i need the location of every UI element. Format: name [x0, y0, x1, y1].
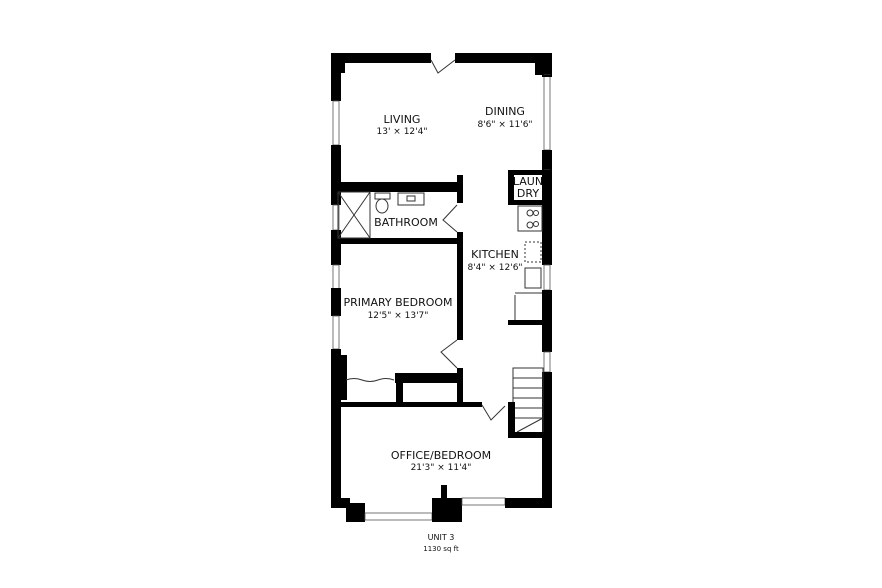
laundry-label-line2: DRY	[517, 187, 539, 200]
laundry-label-line1: LAUN	[513, 175, 543, 188]
dining-label: DINING	[485, 105, 525, 118]
living-label: LIVING	[384, 113, 421, 126]
walls	[331, 53, 552, 522]
kitchen-label: KITCHEN	[471, 248, 519, 261]
bathroom-label: BATHROOM	[374, 216, 438, 229]
kitchen-dimensions: 8'4" × 12'6"	[467, 263, 522, 273]
dining-dimensions: 8'6" × 11'6"	[477, 120, 532, 130]
primary-bedroom-dimensions: 12'5" × 13'7"	[368, 311, 429, 321]
primary-bedroom-label: PRIMARY BEDROOM	[343, 296, 452, 309]
office-dimensions: 21'3" × 11'4"	[411, 463, 472, 473]
unit-label: UNIT 3	[428, 533, 455, 542]
living-dimensions: 13' × 12'4"	[377, 127, 428, 137]
office-label: OFFICE/BEDROOM	[391, 449, 491, 462]
area-label: 1130 sq ft	[423, 545, 459, 553]
